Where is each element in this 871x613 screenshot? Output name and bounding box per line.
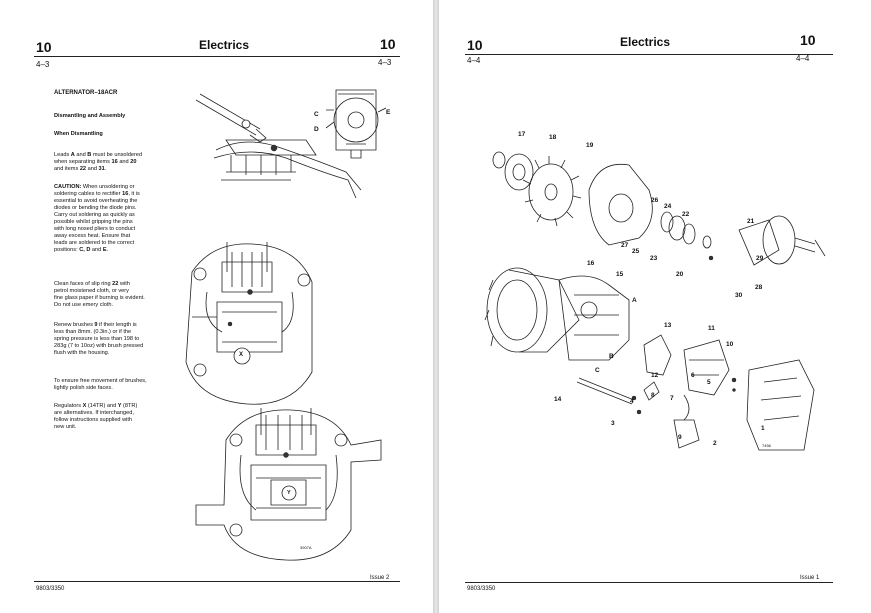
callout-label: 9 bbox=[678, 434, 682, 441]
paragraph: Regulators X (14TR) and Y (8TR)are alter… bbox=[54, 403, 138, 430]
subheading-dismantling: Dismantling and Assembly bbox=[54, 113, 126, 119]
callout-label: 25 bbox=[632, 248, 640, 255]
callout-label: 30 bbox=[735, 292, 743, 299]
paragraph: To ensure free movement of brushes,light… bbox=[54, 378, 147, 391]
alternator-regulator-y-illustration bbox=[195, 408, 382, 561]
chapter-number-right: 10 bbox=[800, 32, 816, 48]
chapter-number: 10 bbox=[467, 37, 483, 53]
footer-doc-number: 9803/3350 bbox=[36, 586, 65, 592]
regulator-y-label: Y bbox=[287, 490, 291, 496]
section-number-right: 4–4 bbox=[796, 54, 810, 63]
header-rule bbox=[34, 56, 400, 57]
section-number: 4–3 bbox=[36, 60, 50, 69]
callout-label: 3 bbox=[611, 420, 615, 427]
callout-label: 22 bbox=[682, 211, 690, 218]
callout-label: C bbox=[595, 367, 600, 374]
chapter-title: Electrics bbox=[620, 35, 671, 49]
callout-label: 2 bbox=[713, 440, 717, 447]
callout-label: 26 bbox=[651, 197, 659, 204]
chapter-title: Electrics bbox=[199, 38, 250, 52]
callout-label: 10 bbox=[726, 341, 734, 348]
section-heading: ALTERNATOR–18ACR bbox=[54, 90, 118, 96]
soldering-illustration bbox=[195, 89, 386, 199]
figure-reference: 3907A bbox=[300, 545, 312, 550]
callout-label: 13 bbox=[664, 322, 672, 329]
book-spine bbox=[433, 0, 439, 613]
section-number: 4–4 bbox=[467, 56, 481, 65]
chapter-number: 10 bbox=[36, 39, 52, 55]
callout-label: 17 bbox=[518, 131, 526, 138]
callout-label: 5 bbox=[707, 379, 711, 386]
callout-label: 11 bbox=[708, 325, 715, 332]
subheading-when: When Dismantling bbox=[54, 131, 103, 137]
footer-rule bbox=[34, 581, 400, 582]
alternator-regulator-x-illustration bbox=[185, 242, 313, 405]
left-page: 10 Electrics 10 4–3 4–3 ALTERNATOR–18ACR… bbox=[0, 0, 433, 613]
callout-label: 28 bbox=[755, 284, 763, 291]
figure-label-d: D bbox=[314, 126, 319, 133]
figure-label-e: E bbox=[386, 109, 391, 116]
callout-label: 1 bbox=[761, 425, 765, 432]
figure-reference: 7456 bbox=[762, 443, 771, 448]
regulator-x-label: X bbox=[239, 352, 244, 358]
callout-label: 23 bbox=[650, 255, 658, 262]
callout-label: 19 bbox=[586, 142, 594, 149]
callout-label: 8 bbox=[651, 392, 655, 399]
callout-label: 15 bbox=[616, 271, 624, 278]
callout-label: B bbox=[609, 353, 614, 360]
callout-label: 12 bbox=[651, 372, 659, 379]
callout-label: 7 bbox=[670, 395, 674, 402]
footer-issue: Issue 1 bbox=[800, 575, 820, 581]
callout-label: 24 bbox=[664, 203, 672, 210]
callout-label: 14 bbox=[554, 396, 562, 403]
callout-label: 4 bbox=[630, 398, 634, 405]
right-page: 10 Electrics 10 4–4 4–4 bbox=[439, 0, 871, 613]
callout-label: 29 bbox=[756, 255, 764, 262]
footer-rule bbox=[465, 582, 833, 583]
footer-issue: Issue 2 bbox=[370, 575, 390, 581]
callout-label: 6 bbox=[691, 372, 695, 379]
callout-label: 16 bbox=[587, 260, 595, 267]
callout-label: 27 bbox=[621, 242, 629, 249]
section-number-right: 4–3 bbox=[378, 58, 392, 67]
exploded-alternator-diagram bbox=[484, 151, 826, 451]
callout-label: A bbox=[632, 297, 637, 304]
header-rule bbox=[465, 54, 833, 55]
figure-label-c: C bbox=[314, 111, 319, 118]
chapter-number-right: 10 bbox=[380, 36, 396, 52]
callout-label: 18 bbox=[549, 134, 557, 141]
footer-doc-number: 9803/3350 bbox=[467, 586, 496, 592]
callout-label: 21 bbox=[747, 218, 755, 225]
callout-label: 20 bbox=[676, 271, 684, 278]
